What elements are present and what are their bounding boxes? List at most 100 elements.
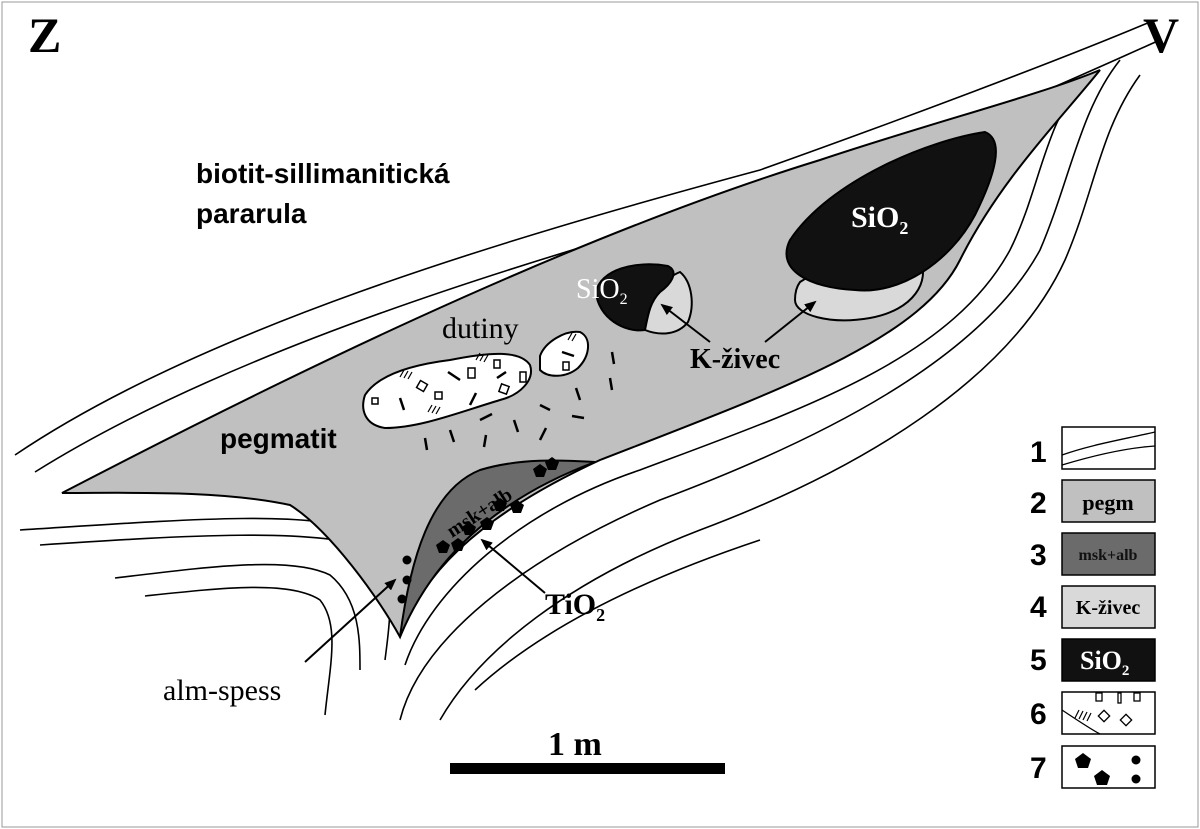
cavity-dash <box>468 392 478 406</box>
legend-swatch-gneiss <box>1061 426 1156 470</box>
cavity-crystal <box>467 367 476 379</box>
foliation-line <box>39 534 376 549</box>
cavity-hatch <box>479 353 485 362</box>
legend-swatch-pegmatite <box>1061 479 1156 523</box>
rutile-label: TiO2 <box>545 588 605 625</box>
cavity-hatch <box>475 352 481 361</box>
legend-number-7: 7 <box>1030 752 1047 785</box>
cavity-dash <box>423 437 429 451</box>
rutile-pentagon <box>451 538 465 551</box>
quartz-core-small <box>594 263 675 332</box>
foliation-line <box>474 539 761 691</box>
cavity-dash <box>496 370 507 380</box>
cavity-hatch <box>431 405 437 414</box>
legend-swatch-cavity <box>1061 691 1156 735</box>
west-label: Z <box>28 7 61 63</box>
arrow-garnet <box>304 578 397 663</box>
host-rock-label-line2: pararula <box>196 198 307 229</box>
cavities <box>362 330 616 451</box>
rutile-pentagon <box>510 500 524 513</box>
cavity-crystal <box>493 359 501 369</box>
legend-cavity-crystals <box>1095 692 1141 727</box>
foliation-line <box>14 21 1151 456</box>
quartz-small-label-sub: 2 <box>620 291 628 308</box>
cavity-dash <box>482 434 488 448</box>
cavity-dash <box>448 429 456 443</box>
rutile-pentagon <box>545 457 559 470</box>
legend-number-4: 4 <box>1030 591 1047 624</box>
rutile-pentagon <box>480 517 494 530</box>
rutile-crystals <box>436 457 559 553</box>
quartz-small-label-text: SiO <box>576 274 620 305</box>
legend-label-muscovite-albite: msk+alb <box>1079 547 1138 564</box>
legend-cavity-hatch <box>1082 711 1088 721</box>
rutile-pentagon <box>533 464 547 477</box>
legend-label-pegmatite: pegm <box>1082 490 1133 515</box>
foliation-line <box>114 563 361 671</box>
garnet-crystals <box>397 555 412 604</box>
arrow-rutile <box>480 538 546 594</box>
foliation-line <box>404 79 1086 666</box>
legend-cavity-hatches <box>1074 709 1092 722</box>
legend: 1 2 pegm 3 msk+alb 4 K-živec 5 SiO2 6 <box>1030 426 1156 789</box>
cavity-hatch <box>571 333 577 342</box>
legend-cavity-crystal <box>1117 692 1122 704</box>
rutile-label-text: TiO <box>545 588 596 621</box>
cavity-dash <box>512 419 520 433</box>
cavity-dash <box>398 397 406 411</box>
cavity-large <box>362 352 532 430</box>
legend-cavity-crystal <box>1133 692 1141 702</box>
label-arrows <box>304 300 817 663</box>
scale-bar <box>450 763 725 774</box>
legend-number-1: 1 <box>1030 436 1047 469</box>
cavity-dash <box>561 350 575 358</box>
arrow-k-feldspar-large <box>764 300 817 343</box>
cavity-dash <box>610 351 616 365</box>
cavity-dash <box>447 370 461 382</box>
cavity-crystal <box>562 361 570 371</box>
legend-swatch-muscovite-albite <box>1061 532 1156 576</box>
legend-number-3: 3 <box>1030 539 1047 572</box>
legend-label-quartz: SiO2 <box>1080 646 1129 679</box>
garnet-dot <box>397 594 407 604</box>
pegmatite-label: pegmatit <box>220 423 337 454</box>
quartz-core-label-sub: 2 <box>899 218 908 238</box>
cavity-crystal <box>415 379 429 393</box>
legend-label-quartz-sub: 2 <box>1122 663 1130 679</box>
cavity-crystal <box>371 397 379 405</box>
cavity-hatch <box>407 371 413 380</box>
legend-pentagon <box>1075 753 1091 768</box>
cavity-hatch <box>399 369 405 378</box>
rutile-label-sub: 2 <box>596 605 605 625</box>
legend-swatch-accessory <box>1061 745 1156 789</box>
legend-label-k-feldspar: K-živec <box>1076 597 1141 619</box>
legend-cavity-hatch <box>1074 709 1080 719</box>
cavity-dash <box>574 387 582 401</box>
cavity-hatches <box>399 332 577 415</box>
legend-cavity-hatch <box>1086 712 1092 722</box>
legend-number-2: 2 <box>1030 487 1047 520</box>
legend-number-5: 5 <box>1030 644 1047 677</box>
foliation-line <box>439 74 1141 721</box>
cavity-dashes <box>398 350 616 451</box>
quartz-core-label: SiO2 <box>851 201 908 238</box>
cavity-dash <box>479 412 493 422</box>
cavity-crystal <box>497 382 511 396</box>
legend-dot <box>1131 755 1141 765</box>
rutile-pentagon <box>436 540 450 553</box>
garnet-dot <box>402 555 412 565</box>
legend-cavity-crystal <box>1095 692 1103 702</box>
host-rock-label-line1: biotit-sillimanitická <box>196 158 450 189</box>
rutile-pentagon <box>462 522 476 535</box>
cavity-dash <box>571 414 585 420</box>
cavity-hatch <box>403 370 409 379</box>
quartz-core-large <box>785 130 997 292</box>
cavity-dash <box>608 377 614 391</box>
foliation-line <box>399 59 1121 721</box>
legend-number-6: 6 <box>1030 698 1047 731</box>
legend-label-quartz-text: SiO <box>1080 646 1122 675</box>
legend-swatch-k-feldspar <box>1061 585 1156 629</box>
cavity-hatch <box>567 332 573 341</box>
